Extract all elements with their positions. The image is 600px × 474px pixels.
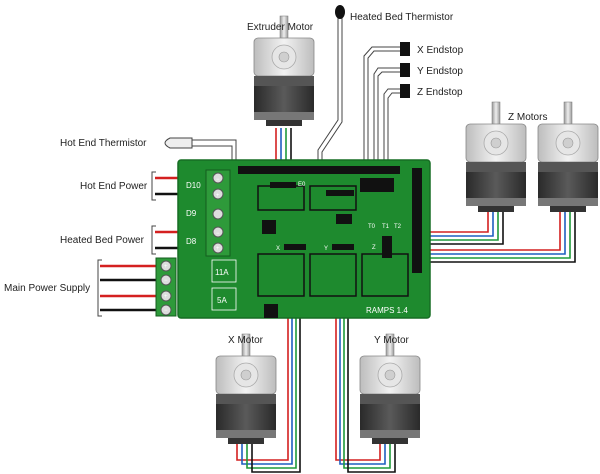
psu-screw-3 [160, 290, 172, 302]
x-motor-wire-red [236, 248, 289, 461]
board-labels: D10 D9 D8 + − + − + − + − 11A 5A E0 X Y … [164, 177, 408, 315]
terminal-screw-5 [212, 242, 224, 254]
board-pcb [177, 159, 431, 319]
label-main-power-supply: Main Power Supply [4, 283, 90, 294]
y-endstop-connector [400, 63, 410, 77]
label-z: Z [372, 245, 376, 251]
label-x: X [276, 246, 280, 252]
board-top-header [238, 166, 400, 174]
terminal-plus-2: + [216, 246, 220, 252]
label-e0: E0 [298, 182, 306, 188]
heated-bed-thermistor-bulb [335, 5, 345, 19]
board-right-header [412, 168, 422, 273]
label-y-endstop: Y Endstop [417, 66, 463, 77]
psu-bracket [97, 259, 102, 317]
z-motor-header [382, 236, 392, 258]
label-y: Y [324, 246, 328, 252]
psu-plus-2: + [164, 294, 168, 300]
label-d9: D9 [186, 209, 197, 218]
label-t0: T0 [368, 224, 376, 230]
board-name: RAMPS 1.4 [366, 306, 408, 315]
z-endstop-wire-1 [383, 88, 400, 178]
y-motor-wire-blue [339, 248, 386, 465]
ramps-board [155, 159, 431, 319]
terminal-screw-4 [212, 226, 224, 238]
label-d8: D8 [186, 237, 197, 246]
y-motor-wire-green [343, 248, 391, 469]
thermistors [164, 5, 345, 149]
endstops [400, 42, 410, 98]
y-motor-wire-black [347, 248, 396, 473]
y-motor-header [332, 244, 354, 250]
x-motor-wire-green [246, 248, 297, 469]
psu-screw-1 [160, 260, 172, 272]
x-motor [215, 333, 277, 445]
y-endstop-wire-2 [377, 71, 400, 178]
z-endstop-wire-2 [387, 92, 400, 178]
hot-end-thermistor-bulb [164, 137, 193, 149]
psu-minus-1: − [164, 278, 168, 284]
external-labels: Extruder Motor Heated Bed Thermistor X E… [4, 12, 547, 346]
y-endstop-wire-1 [373, 67, 400, 178]
board-chip-2 [336, 214, 352, 224]
terminal-plus-1: + [216, 193, 220, 199]
power-jack [264, 304, 278, 318]
x-motor-header [284, 244, 306, 250]
label-5a: 5A [217, 296, 227, 305]
label-x-motor: X Motor [228, 335, 264, 346]
x-endstop-wire-2 [367, 50, 400, 178]
terminal-minus-1: − [216, 177, 220, 183]
main-power-terminal [155, 257, 177, 317]
x-endstop-wire-1 [363, 46, 400, 178]
z-endstop-connector [400, 84, 410, 98]
e0-motor-header [270, 182, 296, 188]
label-x-endstop: X Endstop [417, 45, 464, 56]
psu-minus-2: − [164, 308, 168, 314]
label-z-endstop: Z Endstop [417, 87, 463, 98]
x-motor-wire-black [251, 248, 301, 473]
endstop-header [360, 178, 394, 192]
psu-plus-1: + [164, 264, 168, 270]
label-11a: 11A [215, 268, 229, 277]
terminal-screw-2 [212, 188, 224, 200]
brackets [97, 171, 156, 317]
board-chip-1 [262, 220, 276, 234]
y-motor-wire-red [335, 248, 381, 461]
driver-socket-e1 [309, 185, 357, 211]
driver-socket-x [257, 253, 305, 297]
hotend-power-bracket [151, 171, 156, 201]
fuse-11a-box [211, 259, 237, 283]
thermistor-header [326, 190, 354, 196]
bed-power-bracket [151, 225, 156, 255]
driver-socket-y [309, 253, 357, 297]
psu-screw-2 [160, 274, 172, 286]
terminal-screw-3 [212, 208, 224, 220]
label-heated-bed-power: Heated Bed Power [60, 235, 145, 246]
x-endstop-connector [400, 42, 410, 56]
label-z-motors: Z Motors [508, 112, 547, 123]
terminal-minus-2: − [216, 231, 220, 237]
power-terminal-block [205, 169, 231, 257]
x-motor-wire-blue [241, 248, 293, 465]
fuse-5a-box [211, 287, 237, 311]
label-hot-end-thermistor: Hot End Thermistor [60, 138, 147, 149]
terminal-screw-1 [212, 172, 224, 184]
label-heated-bed-thermistor: Heated Bed Thermistor [350, 12, 454, 23]
label-t2: T2 [394, 224, 402, 230]
label-d10: D10 [186, 181, 201, 190]
label-y-motor: Y Motor [374, 335, 409, 346]
label-extruder-motor: Extruder Motor [247, 22, 314, 33]
y-motor [359, 333, 421, 445]
label-t1: T1 [382, 224, 390, 230]
label-hot-end-power: Hot End Power [80, 181, 148, 192]
psu-screw-4 [160, 304, 172, 316]
